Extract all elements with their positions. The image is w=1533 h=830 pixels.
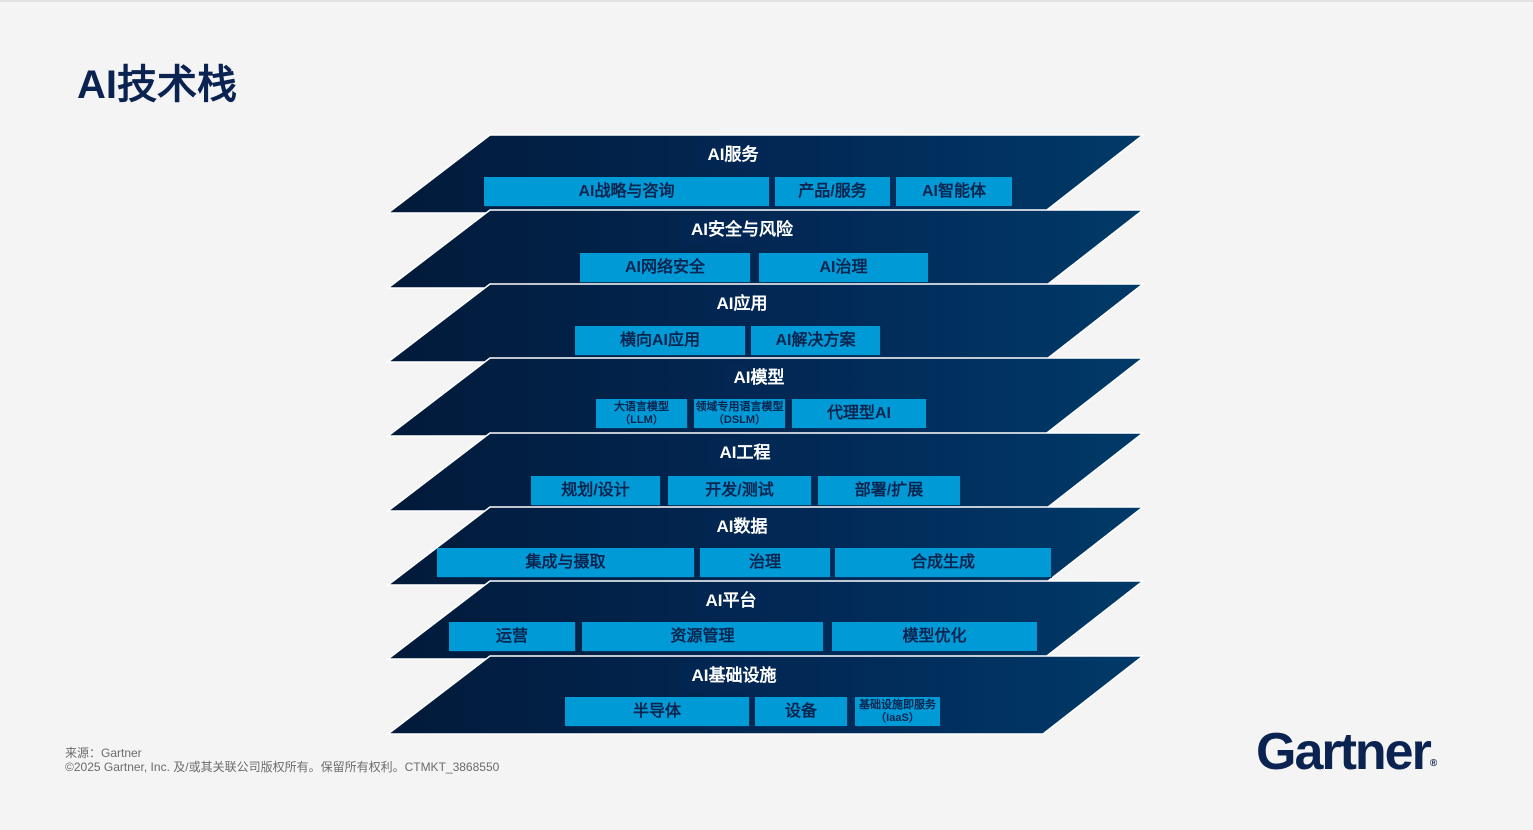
page-title: AI技术栈 bbox=[77, 63, 237, 107]
layer-item: 合成生成 bbox=[835, 548, 1051, 577]
layer-item: 部署/扩展 bbox=[818, 476, 960, 505]
layer-title: AI数据 bbox=[706, 512, 778, 542]
layer-item: 资源管理 bbox=[582, 622, 823, 651]
layer-item: 集成与摄取 bbox=[437, 548, 694, 577]
layer-title: AI服务 bbox=[697, 140, 769, 170]
layer-item: 代理型AI bbox=[792, 399, 926, 428]
layer-title: AI平台 bbox=[695, 586, 767, 616]
top-border bbox=[0, 0, 1533, 2]
logo-text: Gartner bbox=[1256, 723, 1432, 781]
layer-title: AI应用 bbox=[706, 289, 778, 319]
layer-title: AI模型 bbox=[723, 363, 795, 393]
layer-item: 开发/测试 bbox=[668, 476, 811, 505]
layer-title: AI安全与风险 bbox=[681, 215, 803, 245]
copyright-note: ©2025 Gartner, Inc. 及/或其关联公司版权所有。保留所有权利。… bbox=[65, 760, 500, 774]
source-note: 来源：Gartner bbox=[65, 746, 142, 760]
layer-item: 运营 bbox=[449, 622, 575, 651]
layer-item: AI智能体 bbox=[896, 177, 1012, 206]
layer-item: 大语言模型（LLM） bbox=[596, 399, 687, 428]
layer-item: 领域专用语言模型（DSLM） bbox=[694, 399, 785, 428]
layer-item: 设备 bbox=[755, 697, 847, 726]
layer-item: 半导体 bbox=[565, 697, 749, 726]
layer-item: 横向AI应用 bbox=[575, 326, 745, 355]
layer-item: AI网络安全 bbox=[580, 253, 750, 282]
footer: 来源：Gartner ©2025 Gartner, Inc. 及/或其关联公司版… bbox=[65, 746, 499, 774]
layer-item: 治理 bbox=[700, 548, 830, 577]
layer-item: AI战略与咨询 bbox=[484, 177, 769, 206]
layer-item: 基础设施即服务（IaaS） bbox=[855, 697, 940, 726]
layer-title: AI基础设施 bbox=[681, 661, 787, 691]
layer-item: AI解决方案 bbox=[751, 326, 880, 355]
layer-item: 规划/设计 bbox=[531, 476, 660, 505]
layer-title: AI工程 bbox=[709, 438, 781, 468]
logo-mark: ® bbox=[1429, 758, 1438, 769]
layer-item: AI治理 bbox=[759, 253, 928, 282]
layer-item: 模型优化 bbox=[832, 622, 1037, 651]
layer-item: 产品/服务 bbox=[775, 177, 890, 206]
gartner-logo: Gartner® bbox=[1256, 722, 1437, 782]
